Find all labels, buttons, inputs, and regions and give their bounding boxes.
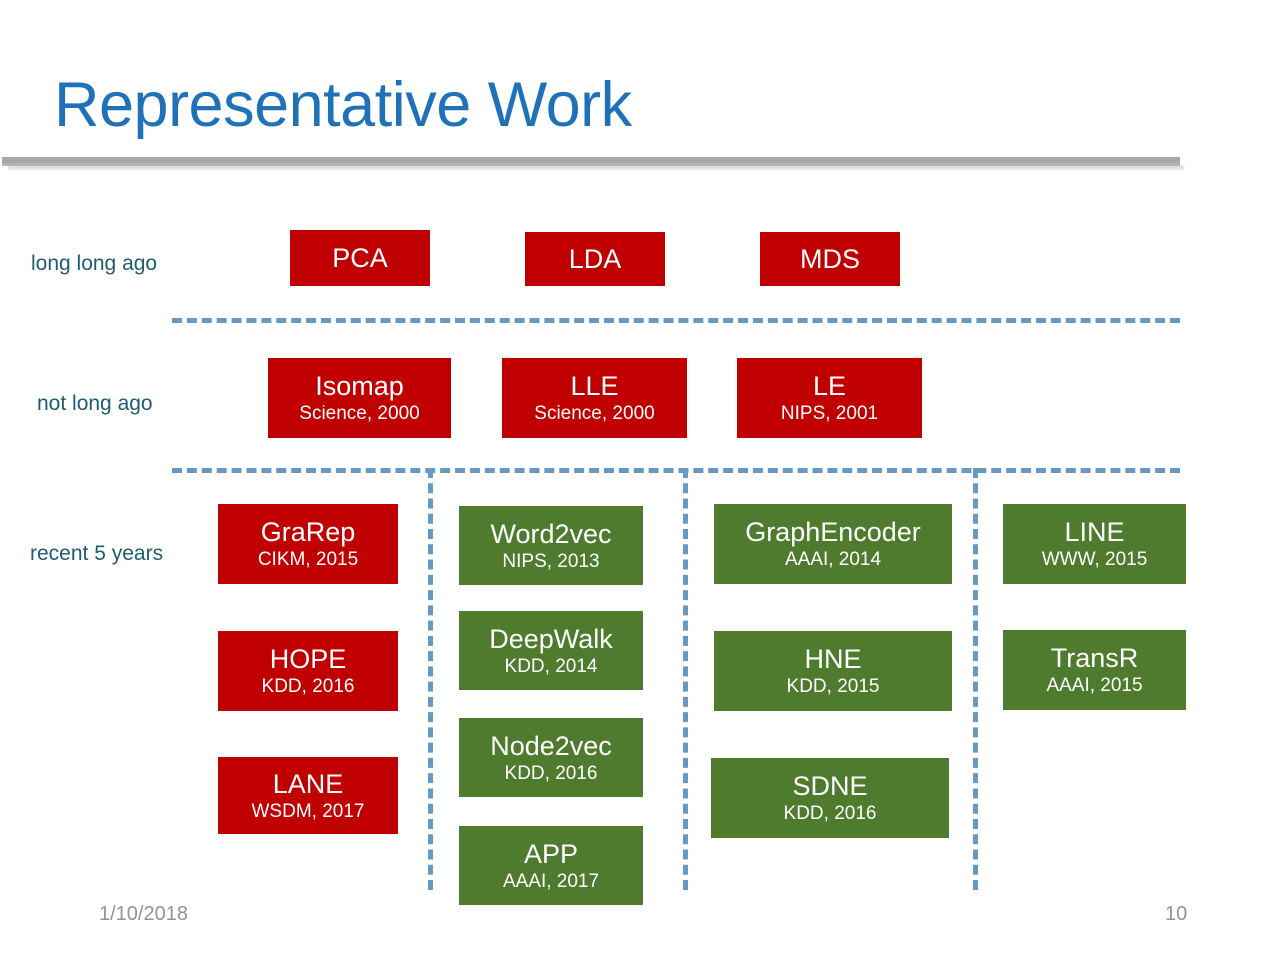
method-box-venue-year: KDD, 2016	[504, 762, 598, 784]
vertical-dashed-separator-1	[428, 468, 433, 890]
method-box-name: DeepWalk	[489, 623, 613, 654]
method-box-venue-year: CIKM, 2015	[257, 549, 359, 570]
method-box-venue-year: WSDM, 2017	[251, 800, 365, 822]
horizontal-dashed-separator-2	[172, 468, 1180, 473]
method-box-venue-year: KDD, 2016	[783, 803, 877, 824]
method-box-venue-year: AAAI, 2017	[502, 870, 600, 892]
title-divider-bar	[2, 157, 1180, 166]
method-box[interactable]: MDS	[760, 232, 900, 286]
era-label-not-long-ago: not long ago	[37, 392, 153, 415]
method-box-name: Word2vec	[490, 518, 612, 549]
horizontal-dashed-separator-1	[172, 318, 1180, 323]
footer-page-number: 10	[1165, 903, 1188, 925]
title-divider-shadow	[8, 166, 1184, 172]
method-box-name: GraRep	[260, 517, 356, 547]
method-box-name: MDS	[800, 244, 860, 274]
method-box-name: LLE	[570, 371, 619, 401]
method-box-name: Isomap	[315, 371, 404, 401]
footer-date: 1/10/2018	[99, 903, 188, 925]
vertical-dashed-separator-2	[683, 468, 688, 890]
method-box-venue-year: AAAI, 2014	[784, 549, 882, 570]
method-box-venue-year: WWW, 2015	[1041, 549, 1148, 570]
method-box-name: APP	[523, 838, 579, 869]
method-box-venue-year: KDD, 2014	[504, 655, 598, 677]
method-box-venue-year: Science, 2000	[299, 403, 420, 424]
method-box-venue-year: AAAI, 2015	[1046, 675, 1143, 696]
method-box-venue-year: NIPS, 2013	[502, 550, 600, 572]
method-box-name: HNE	[804, 644, 862, 674]
method-box-venue-year: KDD, 2015	[786, 676, 880, 697]
method-box-venue-year: NIPS, 2001	[780, 403, 879, 424]
method-box-name: HOPE	[269, 644, 347, 674]
era-label-long-long-ago: long long ago	[31, 252, 158, 275]
method-box-name: SDNE	[792, 771, 868, 801]
method-box[interactable]: PCA	[290, 230, 430, 286]
method-box-venue-year: Science, 2000	[534, 403, 655, 424]
method-box-name: LANE	[272, 768, 344, 799]
method-box-venue-year: KDD, 2016	[261, 676, 355, 697]
method-box-name: TransR	[1050, 643, 1139, 673]
method-box[interactable]: LDA	[525, 232, 665, 286]
method-box-name: LE	[812, 371, 847, 401]
method-box-name: LDA	[568, 244, 622, 274]
page-title: Representative Work	[54, 70, 632, 140]
method-box-name: PCA	[332, 243, 388, 273]
method-box-name: LINE	[1064, 517, 1125, 547]
vertical-dashed-separator-3	[973, 468, 978, 890]
method-box-name: Node2vec	[490, 730, 612, 761]
method-box-name: GraphEncoder	[745, 517, 921, 547]
era-label-recent-5-years: recent 5 years	[30, 542, 164, 565]
